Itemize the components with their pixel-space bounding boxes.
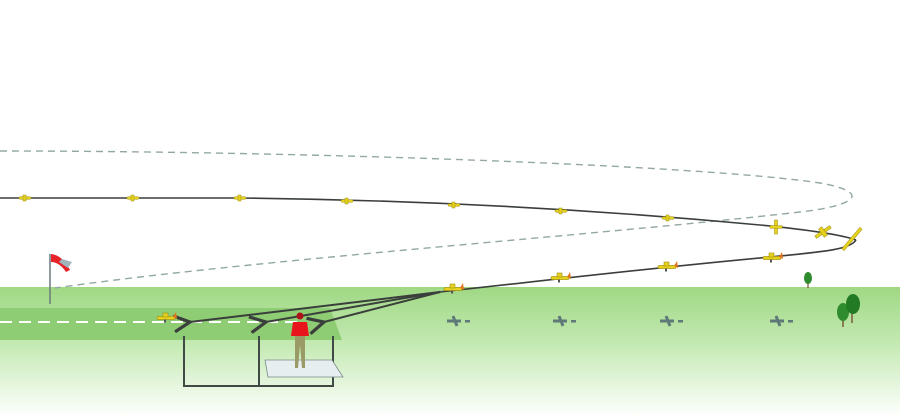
pilot-icon — [291, 312, 309, 368]
pilot-station-pad — [264, 359, 344, 378]
airplane-icon — [762, 251, 784, 263]
runway — [0, 308, 342, 340]
airplane-icon — [769, 219, 783, 235]
traffic-pattern-dashed — [0, 150, 853, 289]
airplane-icon — [550, 271, 572, 283]
airplane-icon — [661, 214, 675, 222]
windsock-icon — [49, 254, 72, 304]
airplane-icon — [126, 194, 140, 202]
flight-path-downwind — [0, 197, 857, 241]
airplane-icon — [340, 197, 354, 205]
airplane-icon — [657, 260, 679, 272]
airplane-icon — [814, 225, 832, 239]
flight-path-base-final — [439, 239, 857, 293]
grass-field — [0, 287, 900, 417]
airplane-icon — [447, 201, 461, 209]
airplane-icon — [233, 194, 247, 202]
airplane-icon — [18, 194, 32, 202]
tree-icon — [804, 272, 812, 288]
airplane-icon — [841, 226, 863, 252]
landing-approach-arrows — [190, 291, 441, 322]
tree-icon — [837, 294, 860, 327]
